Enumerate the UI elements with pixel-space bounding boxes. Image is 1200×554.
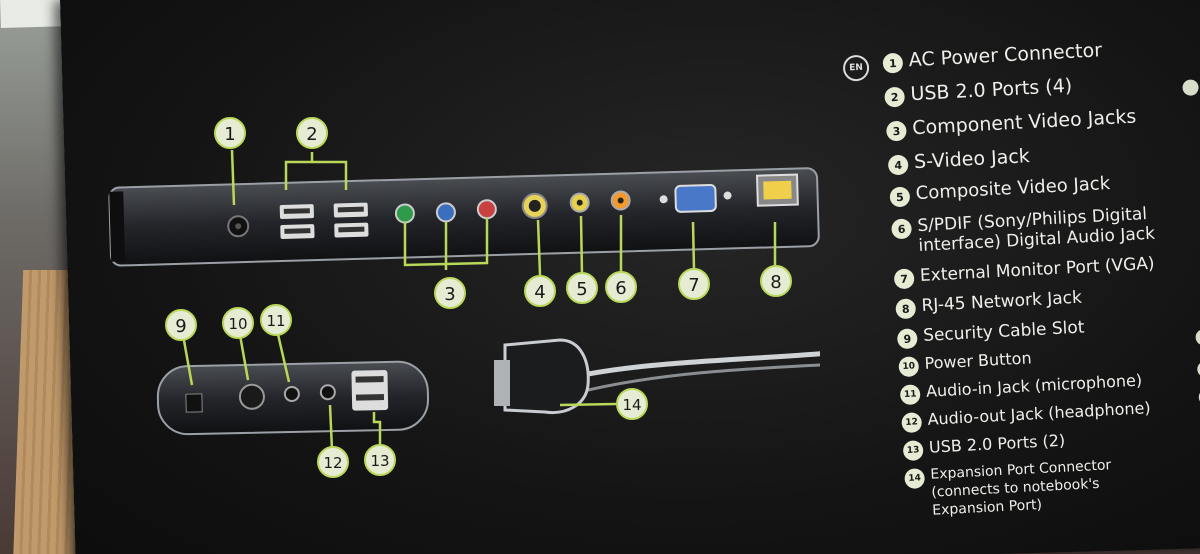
- legend-label: Expansion Port Connector (connects to no…: [930, 457, 1112, 519]
- security-cable-slot: [185, 393, 203, 413]
- legend-item-6: 6 S/PDIF (Sony/Philips Digital interface…: [891, 204, 1155, 258]
- legend-label: Audio-in Jack (microphone): [925, 370, 1143, 401]
- svg-text:7: 7: [688, 275, 699, 296]
- callout-12: 12: [317, 446, 349, 478]
- callout-13: 13: [364, 444, 396, 476]
- legend-label: Audio-out Jack (headphone): [927, 398, 1152, 429]
- legend-number: 11: [899, 384, 921, 406]
- legend-label: Component Video Jacks: [911, 105, 1137, 140]
- legend-item-4: 4 S-Video Jack: [887, 145, 1031, 176]
- legend-number: 5: [889, 186, 911, 208]
- callout-8: 8: [760, 265, 792, 297]
- rear-panel: [108, 167, 820, 267]
- component-pb-jack: [435, 202, 456, 223]
- callout-2: 2: [296, 117, 328, 149]
- vga-port: [674, 183, 717, 213]
- svg-text:1: 1: [224, 124, 235, 145]
- callout-6: 6: [605, 271, 637, 303]
- legend-label: USB 2.0 Ports (4): [909, 74, 1073, 106]
- language-badge: EN: [842, 54, 870, 82]
- svg-text:8: 8: [770, 272, 781, 293]
- legend-item-14: 14 Expansion Port Connector (connects to…: [904, 456, 1114, 521]
- legend-item-1: 1 AC Power Connector: [882, 39, 1103, 74]
- usb-ports-4: [279, 202, 369, 239]
- expansion-port-connector: [494, 338, 820, 415]
- legend-number: 8: [895, 298, 917, 320]
- next-language-column-edge: [1182, 79, 1200, 539]
- legend-item-7: 7 External Monitor Port (VGA): [893, 253, 1156, 290]
- legend-number: 6: [891, 218, 913, 240]
- legend-item-12: 12 Audio-out Jack (headphone): [901, 398, 1152, 434]
- callout-9: 9: [165, 309, 197, 341]
- svg-text:10: 10: [228, 315, 247, 333]
- legend-number: 13: [902, 440, 924, 462]
- legend-item-8: 8 RJ-45 Network Jack: [895, 288, 1082, 320]
- callout-7: 7: [678, 268, 710, 300]
- audio-in-jack: [283, 385, 300, 402]
- legend-number: 7: [893, 268, 915, 290]
- callout-14: 14: [616, 388, 648, 420]
- legend-number: 1: [882, 52, 904, 74]
- legend-number: 2: [884, 86, 906, 108]
- svg-text:6: 6: [615, 278, 626, 299]
- legend-label: AC Power Connector: [908, 39, 1103, 72]
- svg-text:14: 14: [622, 396, 641, 414]
- legend-label: Composite Video Jack: [915, 172, 1111, 205]
- port-diagram: 1 2 3 4 5 6 7 8 9 10 11 12 13 14: [108, 117, 820, 478]
- callout-11: 11: [260, 304, 292, 336]
- svg-text:4: 4: [534, 282, 545, 303]
- legend-item-10: 10 Power Button: [898, 348, 1033, 378]
- legend-number: 12: [901, 412, 923, 434]
- rear-panel-end-cap: [109, 191, 126, 262]
- svg-text:3: 3: [444, 284, 455, 305]
- legend-label: S-Video Jack: [913, 145, 1031, 174]
- power-button: [238, 383, 265, 410]
- callout-3: 3: [434, 277, 466, 309]
- legend-label: RJ-45 Network Jack: [921, 287, 1083, 316]
- legend-item-3: 3 Component Video Jacks: [885, 105, 1137, 142]
- legend-item-5: 5 Composite Video Jack: [889, 172, 1111, 208]
- callout-1: 1: [214, 117, 246, 149]
- component-y-jack: [394, 203, 415, 224]
- legend-item-2: 2 USB 2.0 Ports (4): [884, 74, 1073, 108]
- svg-text:9: 9: [175, 316, 186, 337]
- legend-number: 9: [896, 328, 918, 350]
- svg-text:13: 13: [370, 452, 389, 470]
- legend-label: Power Button: [924, 348, 1033, 373]
- legend-label: External Monitor Port (VGA): [919, 253, 1156, 287]
- callout-5: 5: [566, 272, 598, 304]
- port-legend: EN 1 AC Power Connector 2 USB 2.0 Ports …: [838, 29, 1200, 553]
- legend-number: 10: [898, 356, 920, 378]
- svg-text:11: 11: [266, 312, 285, 330]
- component-pr-jack: [476, 199, 497, 220]
- callout-4: 4: [524, 275, 556, 307]
- legend-number: 14: [904, 468, 926, 490]
- leader-lines: [181, 149, 777, 451]
- legend-number: 4: [887, 154, 909, 176]
- svg-text:2: 2: [306, 124, 317, 145]
- audio-out-jack: [319, 384, 336, 401]
- legend-item-13: 13 USB 2.0 Ports (2): [902, 430, 1066, 462]
- callout-10: 10: [222, 307, 254, 339]
- legend-label: Security Cable Slot: [922, 317, 1085, 346]
- legend-label: USB 2.0 Ports (2): [928, 430, 1066, 457]
- svg-text:12: 12: [323, 454, 342, 472]
- legend-label: S/PDIF (Sony/Philips Digital interface) …: [916, 204, 1156, 257]
- legend-item-9: 9 Security Cable Slot: [896, 317, 1085, 350]
- svg-text:5: 5: [576, 279, 587, 300]
- legend-number: 3: [885, 120, 907, 142]
